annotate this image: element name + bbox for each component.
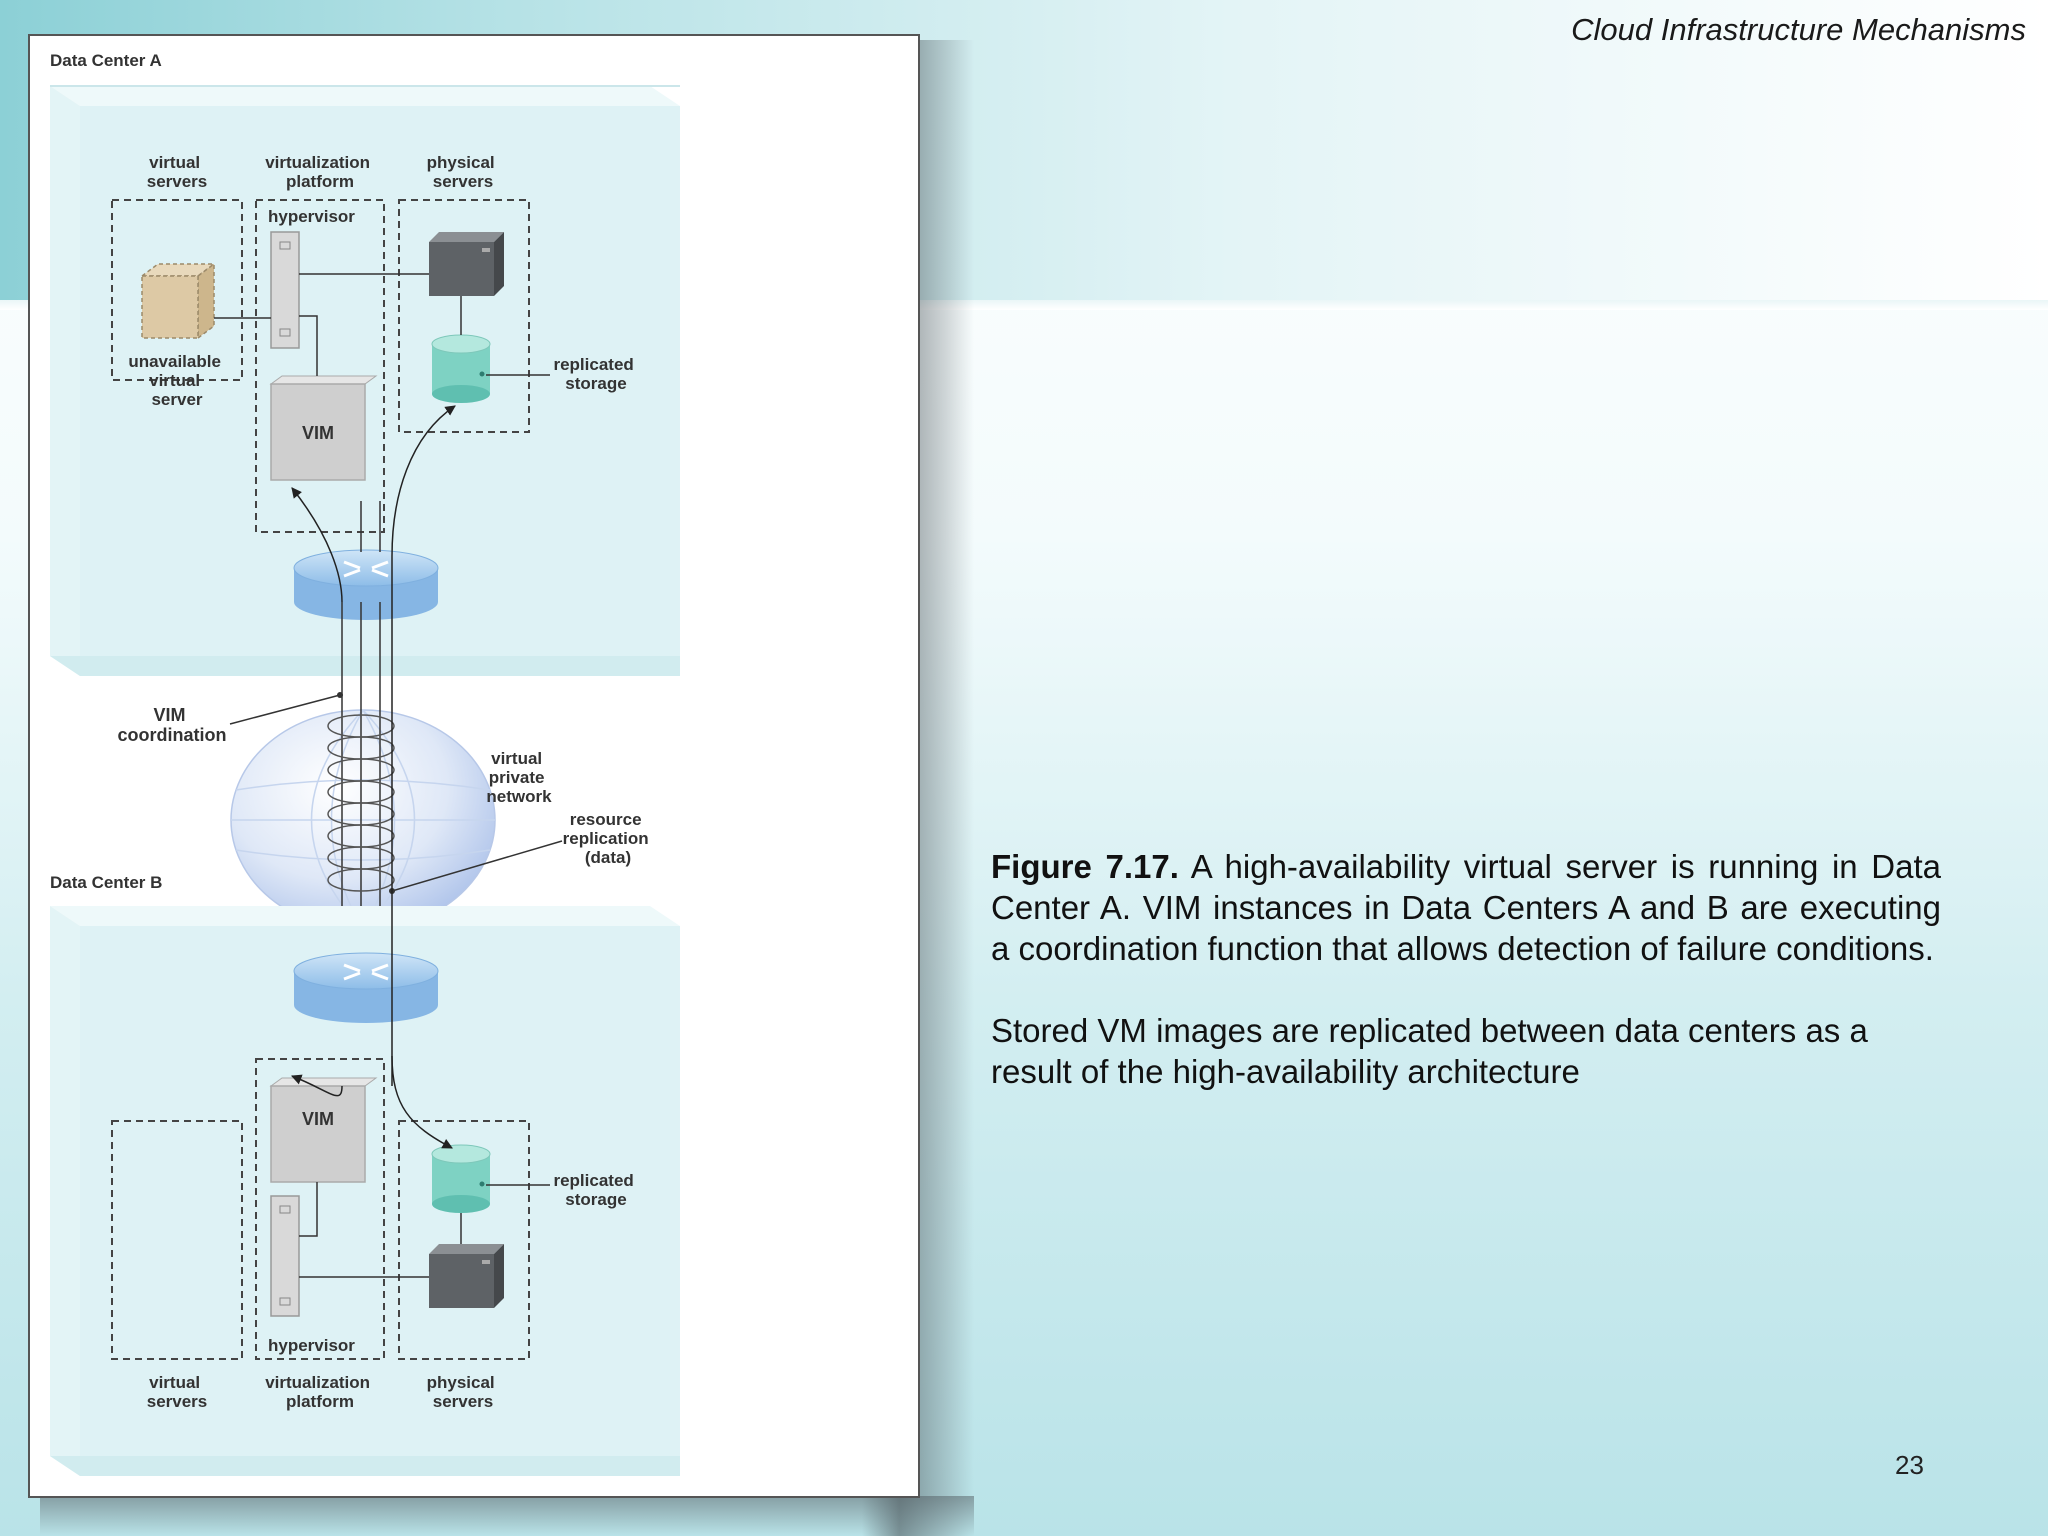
vpn-globe-icon — [230, 709, 496, 931]
replication-arrow-a — [391, 405, 456, 1086]
caption-paragraph-2: Stored VM images are replicated between … — [991, 1012, 1868, 1090]
dc-a-virtualization-platform-label: virtualization platform — [265, 153, 375, 191]
dc-b-hypervisor-icon — [270, 1195, 300, 1317]
dc-a-replicated-storage-label: replicated storage — [553, 355, 638, 393]
dc-a-hypervisor-label: hypervisor — [268, 207, 355, 226]
vim-coordination-arrow-a — [291, 487, 343, 603]
vim-coordination-arrow-b — [291, 1074, 343, 1097]
dc-a-physical-servers-label: physical servers — [427, 153, 500, 191]
page-number: 23 — [1895, 1450, 1924, 1480]
figure-shadow-bottom — [40, 1496, 974, 1536]
dc-b-replicated-storage-label: replicated storage — [553, 1171, 638, 1209]
dc-a-replicated-storage-icon — [431, 334, 491, 403]
dc-b-virtual-servers-label: virtual servers — [147, 1373, 208, 1411]
dc-a-vim-box — [269, 375, 378, 481]
dc-b-router-icon — [293, 952, 439, 1023]
figure-description: A high-availability virtual server is ru… — [991, 848, 1941, 967]
figure-label: Figure 7.17. — [991, 848, 1179, 885]
dc-b-virtual-servers-group — [111, 1120, 243, 1360]
dc-a-virtualization-platform-group — [255, 199, 385, 533]
dc-a-virtual-servers-group — [111, 199, 243, 381]
dc-b-physical-server-icon — [429, 1244, 504, 1308]
vpn-tunnel-coils — [327, 714, 395, 892]
dc-b-physical-servers-label: physical servers — [427, 1373, 500, 1411]
resource-replication-label: resource replication (data) — [563, 810, 654, 867]
dc-a-physical-servers-group — [398, 199, 530, 433]
data-center-b-title: Data Center B — [50, 873, 162, 892]
vim-coordination-label: VIM coordination — [118, 705, 227, 745]
dc-b-vim-label: VIM — [302, 1109, 334, 1129]
header-band-edge — [0, 300, 2048, 310]
figure-caption: Figure 7.17. A high-availability virtual… — [991, 846, 1941, 1133]
dc-a-vim-label: VIM — [302, 423, 334, 443]
dc-b-virtualization-platform-label: virtualization platform — [265, 1373, 375, 1411]
caption-paragraph-1: Figure 7.17. A high-availability virtual… — [991, 846, 1941, 969]
dc-a-router-icon — [293, 549, 439, 620]
slide-title: Cloud Infrastructure Mechanisms — [1571, 12, 2026, 47]
data-center-a-title: Data Center A — [50, 51, 162, 70]
dc-b-vim-box — [269, 1077, 378, 1183]
figure-panel: Data Center A virtual servers virtualiza… — [28, 34, 920, 1498]
dc-a-hypervisor-icon — [270, 231, 300, 349]
dc-b-virtualization-platform-group — [255, 1058, 385, 1360]
architecture-diagram: Data Center A virtual servers virtualiza… — [50, 51, 680, 1476]
dc-b-replicated-storage-icon — [431, 1144, 491, 1213]
vpn-label: virtual private network — [486, 749, 552, 806]
dc-a-virtual-servers-label: virtual servers — [147, 153, 208, 191]
dc-a-physical-server-icon — [429, 232, 504, 296]
dc-b-hypervisor-label: hypervisor — [268, 1336, 355, 1355]
unavailable-virtual-server-icon — [139, 262, 217, 340]
unavailable-virtual-server-label: unavailable virtual server — [128, 352, 225, 409]
dc-b-physical-servers-group — [398, 1120, 530, 1360]
replication-arrow-b — [391, 1055, 453, 1149]
